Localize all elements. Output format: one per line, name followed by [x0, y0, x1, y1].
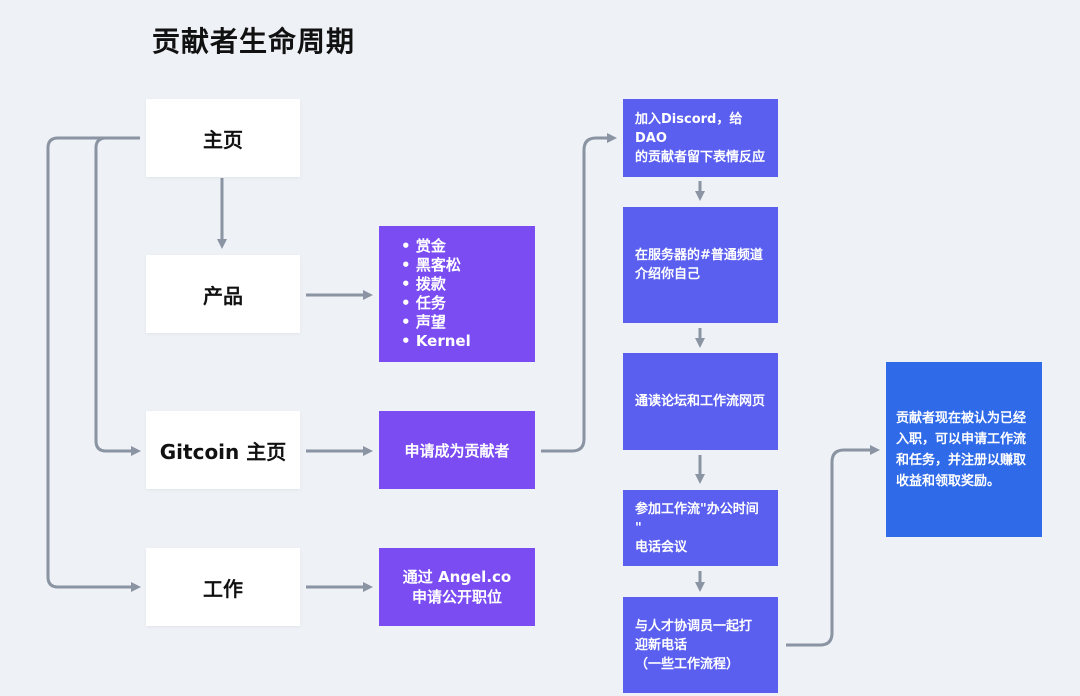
step-introduce-yourself: 在服务器的#普通频道 介绍你自己 — [623, 207, 778, 323]
step-onboarding-line-1: 与人才协调员一起打 — [635, 618, 753, 634]
step-office-hours-line-1: 参加工作流"办公时间 " — [635, 501, 759, 536]
step-office-hours-line-2: 电话会议 — [635, 539, 688, 555]
step-join-discord-line-2: 的贡献者留下表情反应 — [635, 149, 766, 165]
product-item-kernel: Kernel — [401, 332, 471, 351]
node-product: 产品 — [146, 255, 300, 333]
node-gitcoin-home: Gitcoin 主页 — [146, 411, 300, 489]
result-line-2: 入职，可以申请工作流 — [896, 431, 1027, 447]
node-homepage: 主页 — [146, 99, 300, 177]
result-line-3: 和任务，并注册以赚取 — [896, 452, 1027, 468]
arrow-home-to-work — [46, 136, 141, 592]
product-item-bounty: 赏金 — [401, 237, 471, 256]
step-onboarding-line-2: 迎新电话 — [635, 637, 688, 653]
apply-contributor-label: 申请成为贡献者 — [404, 441, 510, 460]
step-join-discord-line-1: 加入Discord，给 DAO — [635, 111, 743, 146]
diagram-title: 贡献者生命周期 — [152, 25, 356, 58]
step-onboarding-line-3: （一些工作流程） — [635, 656, 740, 672]
node-gitcoin-home-label: Gitcoin 主页 — [159, 439, 287, 464]
product-item-hackathon: 黑客松 — [401, 256, 471, 275]
node-angel-co: 通过 Angel.co 申请公开职位 — [379, 548, 535, 626]
node-onboarded-result: 贡献者现在被认为已经 入职，可以申请工作流 和任务，并注册以赚取 收益和领取奖励… — [886, 362, 1042, 537]
angel-line-2: 申请公开职位 — [411, 588, 502, 606]
arrow-onboarding-to-result — [786, 445, 880, 647]
product-list: 赏金 黑客松 拨款 任务 声望 Kernel — [401, 237, 471, 351]
step-office-hours: 参加工作流"办公时间 " 电话会议 — [623, 490, 778, 566]
node-product-label: 产品 — [203, 283, 243, 308]
node-work: 工作 — [146, 548, 300, 626]
arrow-apply-to-discord — [541, 133, 617, 453]
result-line-4: 收益和领取奖励。 — [896, 473, 1001, 489]
step-read-forum-line-1: 通读论坛和工作流网页 — [635, 394, 766, 409]
product-item-reputation: 声望 — [401, 313, 471, 332]
step-introduce-line-2: 介绍你自己 — [635, 267, 701, 282]
result-line-1: 贡献者现在被认为已经 — [896, 410, 1027, 426]
step-onboarding-call: 与人才协调员一起打 迎新电话 （一些工作流程） — [623, 597, 778, 693]
node-homepage-label: 主页 — [203, 127, 243, 152]
node-apply-contributor: 申请成为贡献者 — [379, 411, 535, 489]
node-work-label: 工作 — [203, 576, 243, 601]
product-item-quests: 任务 — [401, 294, 471, 313]
node-product-list: 赏金 黑客松 拨款 任务 声望 Kernel — [379, 226, 535, 362]
step-introduce-line-1: 在服务器的#普通频道 — [635, 248, 763, 263]
arrow-home-to-gitcoin — [94, 136, 141, 456]
step-read-forum: 通读论坛和工作流网页 — [623, 353, 778, 450]
product-item-grants: 拨款 — [401, 275, 471, 294]
angel-line-1: 通过 Angel.co — [402, 568, 512, 586]
step-join-discord: 加入Discord，给 DAO 的贡献者留下表情反应 — [623, 99, 778, 177]
